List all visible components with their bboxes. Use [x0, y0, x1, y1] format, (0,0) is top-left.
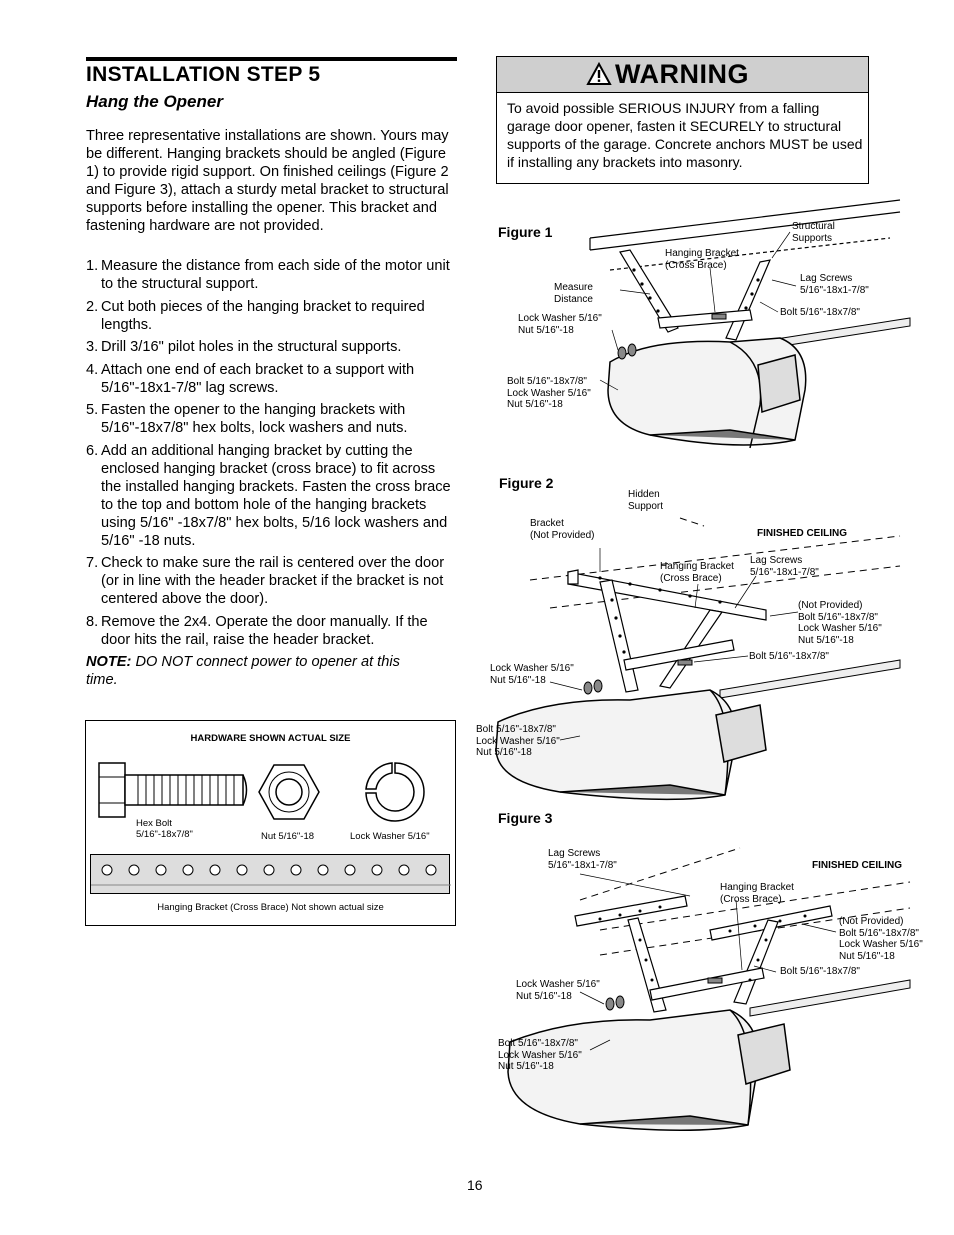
warning-text: To avoid possible SERIOUS INJURY from a … [507, 100, 863, 170]
hex-bolt-label: Hex Bolt 5/16"-18x7/8" [136, 818, 193, 840]
step-text: Add an additional hanging bracket by cut… [101, 442, 451, 549]
hardware-title: HARDWARE SHOWN ACTUAL SIZE [190, 733, 351, 744]
fig2-hanging-bracket-label: Hanging Bracket (Cross Brace) [660, 561, 734, 584]
step-text: Check to make sure the rail is centered … [101, 555, 445, 607]
fig1-structural-supports-label: Structural Supports [792, 221, 835, 244]
list-item: 2.Cut both pieces of the hanging bracket… [86, 298, 457, 334]
step-number: 3. [86, 339, 99, 355]
fig2-bracket-not-provided-label: Bracket (Not Provided) [530, 518, 595, 541]
fig3-bolt-stack-label: Bolt 5/16"-18x7/8" Lock Washer 5/16" Nut… [498, 1038, 582, 1072]
figure-2-label: Figure 2 [499, 475, 554, 491]
step-text: Fasten the opener to the hanging bracket… [101, 402, 408, 436]
nut-label: Nut 5/16"-18 [261, 831, 315, 842]
brace-caption: Hanging Bracket (Cross Brace) Not shown … [157, 902, 384, 913]
hex-bolt-icon [98, 762, 248, 818]
lock-washer-icon [365, 762, 425, 822]
fig2-not-provided-stack-label: (Not Provided) Bolt 5/16"-18x7/8" Lock W… [798, 600, 882, 646]
note: NOTE: DO NOT connect power to opener at … [86, 653, 416, 689]
fig1-bolt-stack-label: Bolt 5/16"-18x7/8" Lock Washer 5/16" Nut… [507, 376, 591, 410]
step-text: Drill 3/16" pilot holes in the structura… [101, 339, 402, 355]
step-text: Cut both pieces of the hanging bracket t… [101, 298, 425, 333]
page-number: 16 [467, 1177, 483, 1193]
fig1-measure-distance-label: Measure Distance [554, 282, 593, 305]
figure-1-illustration [589, 199, 911, 449]
step-number: 8. [86, 613, 99, 630]
step-text: Remove the 2x4. Operate the door manuall… [101, 613, 428, 648]
figure-3-label: Figure 3 [498, 810, 553, 826]
fig2-lag-screws-label: Lag Screws 5/16"-18x1-7/8" [750, 555, 819, 578]
nut-icon [258, 764, 320, 820]
fig1-lag-screws-label: Lag Screws 5/16"-18x1-7/8" [800, 273, 869, 296]
fig2-finished-ceiling-label: FINISHED CEILING [757, 528, 848, 539]
fig3-lag-screws-label: Lag Screws 5/16"-18x1-7/8" [548, 848, 617, 871]
fig3-not-provided-stack-label: (Not Provided) Bolt 5/16"-18x7/8" Lock W… [839, 916, 923, 962]
fig1-hanging-bracket-label: Hanging Bracket (Cross Brace) [665, 248, 739, 271]
intro-paragraph: Three representative installations are s… [86, 128, 449, 234]
fig2-bolt-right-label: Bolt 5/16"-18x7/8" [749, 651, 829, 662]
cross-brace-strip [90, 854, 451, 894]
fig3-hanging-bracket-label: Hanging Bracket (Cross Brace) [720, 882, 794, 905]
step-number: 4. [86, 361, 99, 378]
section-subtitle: Hang the Opener [86, 92, 223, 111]
fig2-hidden-support-label: Hidden Support [628, 489, 664, 512]
step-text: Attach one end of each bracket to a supp… [101, 361, 415, 396]
list-item: 3.Drill 3/16" pilot holes in the structu… [86, 338, 457, 356]
list-item: 8.Remove the 2x4. Operate the door manua… [86, 613, 457, 649]
figure-1-label: Figure 1 [498, 224, 553, 240]
lock-washer-label: Lock Washer 5/16" [350, 831, 430, 842]
fig3-finished-ceiling-label: FINISHED CEILING [812, 860, 903, 871]
warning-header: WARNING [497, 57, 868, 93]
warning-triangle-icon [586, 61, 612, 85]
fig2-lockwasher-nut-label: Lock Washer 5/16" Nut 5/16"-18 [490, 663, 574, 686]
list-item: 6.Add an additional hanging bracket by c… [86, 442, 457, 550]
title-rule [86, 57, 457, 61]
list-item: 5.Fasten the opener to the hanging brack… [86, 401, 457, 437]
warning-title: WARNING [615, 59, 749, 89]
step-number: 2. [86, 298, 99, 315]
fig1-lockwasher-nut-label: Lock Washer 5/16" Nut 5/16"-18 [518, 313, 602, 336]
fig2-bolt-stack-label: Bolt 5/16"-18x7/8" Lock Washer 5/16" Nut… [476, 724, 560, 758]
fig1-bolt-right-label: Bolt 5/16"-18x7/8" [780, 307, 860, 318]
fig3-lockwasher-nut-label: Lock Washer 5/16" Nut 5/16"-18 [516, 979, 600, 1002]
hardware-box: HARDWARE SHOWN ACTUAL SIZE Hex Bolt 5/16… [85, 720, 456, 926]
list-item: 4.Attach one end of each bracket to a su… [86, 361, 457, 397]
warning-box: WARNING To avoid possible SERIOUS INJURY… [496, 56, 869, 184]
step-number: 1. [86, 258, 99, 274]
instruction-list: 1.Measure the distance from each side of… [86, 257, 457, 653]
list-item: 7.Check to make sure the rail is centere… [86, 554, 457, 608]
note-text: DO NOT connect power to opener at this t… [86, 654, 400, 688]
step-title: INSTALLATION STEP 5 [86, 63, 321, 86]
step-number: 6. [86, 442, 99, 459]
step-number: 7. [86, 555, 99, 571]
brace-holes [91, 864, 451, 886]
fig3-bolt-right-label: Bolt 5/16"-18x7/8" [780, 966, 860, 977]
step-number: 5. [86, 402, 99, 418]
figure-3-illustration [507, 847, 911, 1131]
figure-2-illustration [495, 517, 901, 801]
note-label: NOTE: [86, 654, 132, 670]
step-text: Measure the distance from each side of t… [101, 258, 450, 292]
list-item: 1.Measure the distance from each side of… [86, 257, 457, 293]
